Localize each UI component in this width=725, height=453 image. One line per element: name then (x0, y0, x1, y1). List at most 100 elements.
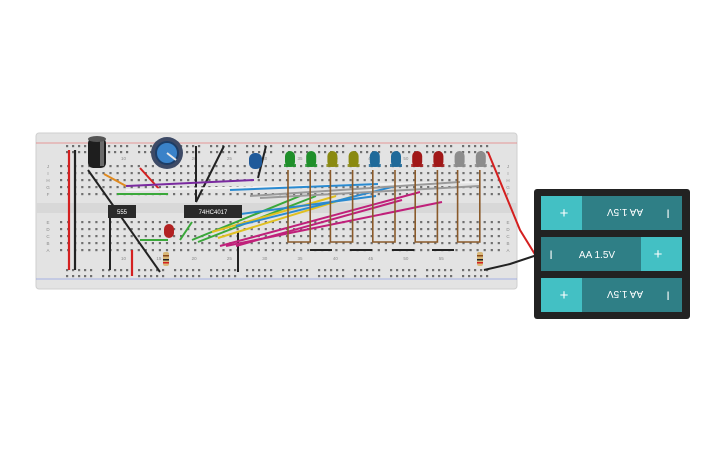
hole (95, 193, 98, 196)
rail-hole (330, 145, 333, 148)
hole (264, 242, 267, 245)
column-label-bottom: 10 (121, 256, 127, 261)
hole (222, 165, 225, 168)
hole (321, 242, 324, 245)
hole (257, 179, 260, 182)
rail-hole (114, 145, 117, 148)
hole (377, 172, 380, 175)
led (474, 151, 487, 167)
hole (130, 242, 133, 245)
rail-hole (414, 269, 417, 272)
hole (490, 221, 493, 224)
hole (476, 242, 479, 245)
hole (427, 193, 430, 196)
hole (377, 179, 380, 182)
hole (81, 186, 84, 189)
rail-hole (150, 269, 153, 272)
column-label-bottom: 25 (227, 256, 233, 261)
hole (88, 228, 91, 231)
potentiometer[interactable] (151, 137, 183, 169)
hole (321, 172, 324, 175)
rail-hole (216, 151, 219, 154)
hole (257, 249, 260, 252)
hole (194, 235, 197, 238)
hole (208, 228, 211, 231)
rail-hole (270, 269, 273, 272)
rail-hole (180, 275, 183, 278)
rail-hole (288, 269, 291, 272)
rail-hole (306, 151, 309, 154)
hole (434, 172, 437, 175)
hole (123, 165, 126, 168)
hole (173, 221, 176, 224)
hole (222, 172, 225, 175)
hole (109, 193, 112, 196)
rail-hole (210, 151, 213, 154)
rail-hole (462, 145, 465, 148)
rail-hole (444, 151, 447, 154)
rail-hole (282, 145, 285, 148)
hole (88, 249, 91, 252)
hole (222, 221, 225, 224)
hole (349, 179, 352, 182)
rail-hole (234, 275, 237, 278)
hole (490, 179, 493, 182)
rail-hole (432, 151, 435, 154)
rail-hole (252, 275, 255, 278)
hole (335, 235, 338, 238)
hole (356, 193, 359, 196)
hole (293, 221, 296, 224)
hole (229, 249, 232, 252)
hole (462, 193, 465, 196)
wire-gray (249, 181, 461, 197)
hole (173, 249, 176, 252)
hole (130, 179, 133, 182)
hole (285, 242, 289, 245)
hole (173, 242, 176, 245)
row-label: F (507, 192, 510, 197)
hole (250, 172, 253, 175)
hole (370, 179, 373, 182)
hole (285, 235, 289, 238)
rail-hole (126, 269, 129, 272)
hole (300, 228, 303, 231)
rail-hole (186, 151, 189, 154)
rail-hole (246, 145, 249, 148)
hole (356, 228, 359, 231)
hole (215, 221, 218, 224)
rail-hole (474, 145, 477, 148)
hole (257, 221, 260, 224)
hole (187, 172, 190, 175)
hole (95, 221, 98, 224)
hole (469, 228, 472, 231)
rail-hole (186, 275, 189, 278)
rail-hole (408, 269, 411, 272)
hole (165, 172, 169, 175)
hole (300, 179, 303, 182)
hole (208, 193, 211, 196)
rail-hole (426, 151, 429, 154)
hole (116, 221, 119, 224)
hole (187, 242, 190, 245)
hole (405, 221, 409, 224)
hole (264, 221, 267, 224)
rail-hole (72, 275, 75, 278)
hole (462, 221, 465, 224)
hole (229, 179, 232, 182)
rail-hole (66, 151, 69, 154)
column-label-bottom: 50 (403, 256, 409, 261)
rail-hole (294, 145, 297, 148)
rail-hole (126, 151, 129, 154)
hole (420, 235, 423, 238)
hole (300, 221, 303, 224)
hole (264, 249, 267, 252)
hole (278, 242, 282, 245)
hole (398, 172, 402, 175)
hole (427, 186, 430, 189)
cell-label: AA 1.5V (607, 288, 643, 299)
column-label-bottom: 15 (156, 256, 162, 261)
hole (144, 165, 147, 168)
rail-hole (342, 145, 345, 148)
hole (384, 172, 387, 175)
